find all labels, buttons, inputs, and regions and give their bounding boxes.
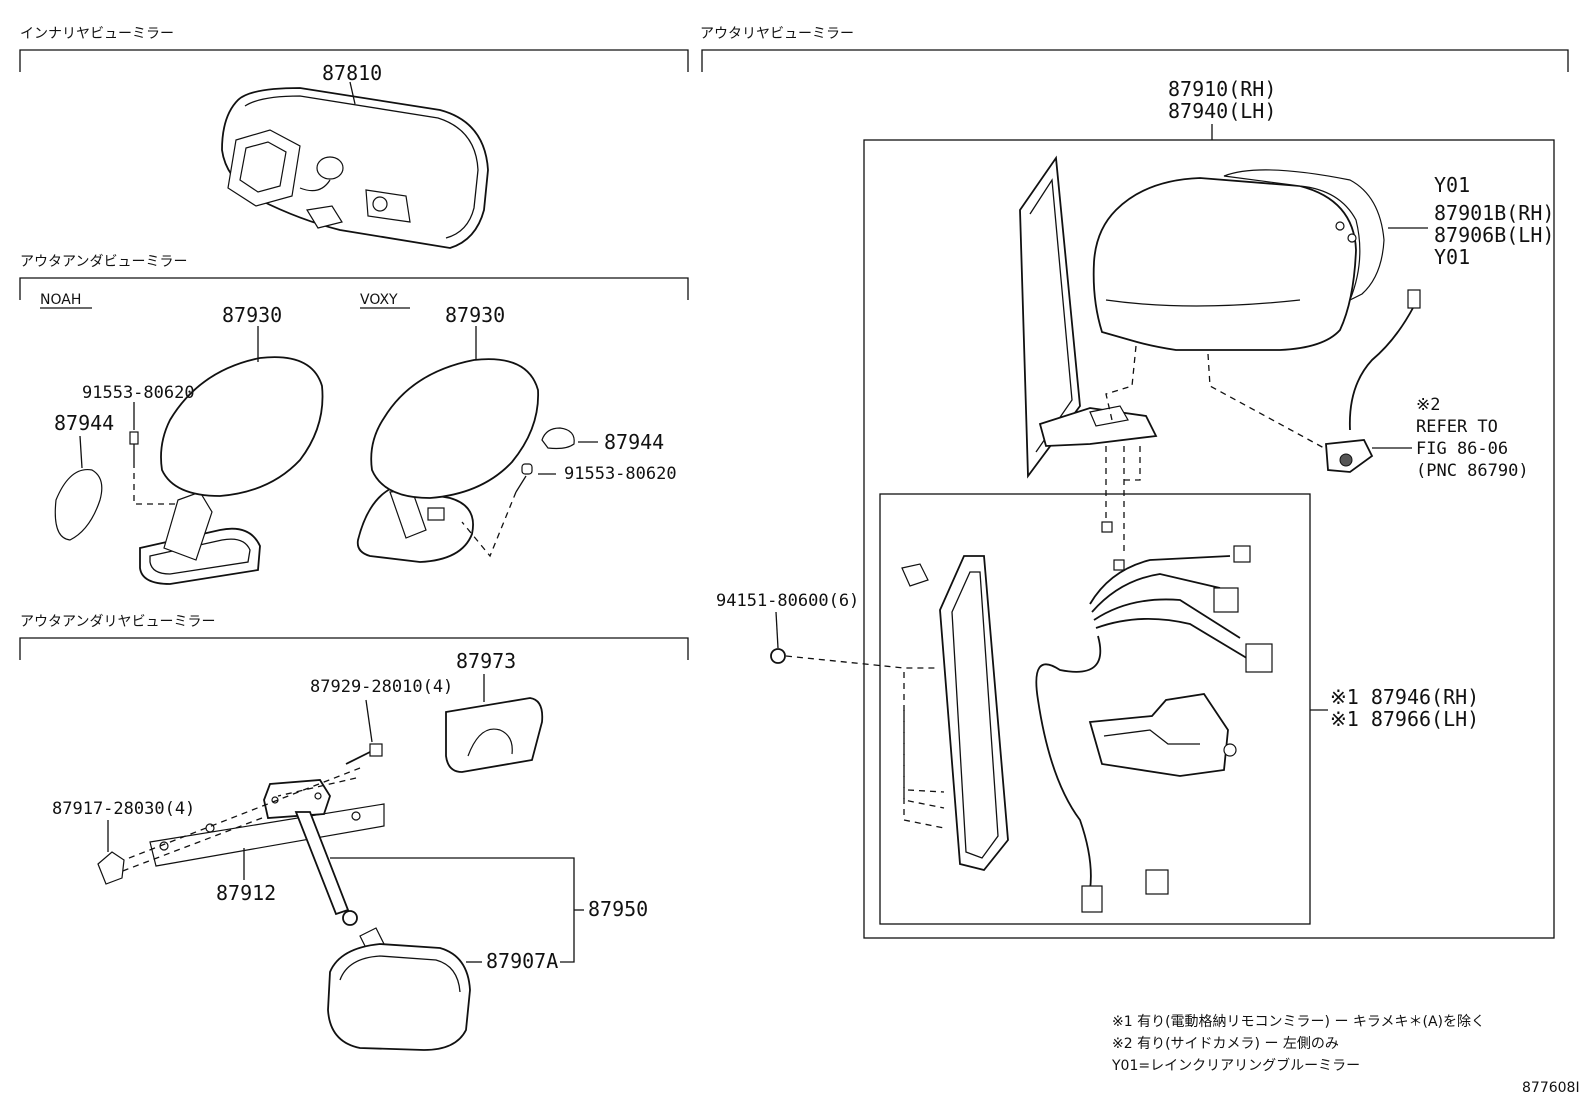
- section-bracket-outer-under-rear: [19, 637, 689, 660]
- bolt-path-1: [123, 767, 361, 861]
- nut-path: [119, 817, 263, 873]
- sub-dash-1: [903, 672, 945, 809]
- bolt-path-2: [277, 777, 357, 797]
- sub-assy-frame: [879, 493, 1311, 925]
- label-camera-ref-3: (PNC 86790): [1416, 461, 1529, 481]
- clip-path: [785, 655, 938, 669]
- label-cover-rh: 87901B(RH): [1434, 201, 1554, 225]
- sub-dash-3: [907, 789, 945, 793]
- label-voxy-mirror: 87930: [445, 303, 505, 327]
- label-camera-mark: ※2: [1416, 395, 1440, 415]
- label-cover-lh: 87906B(LH): [1434, 223, 1554, 247]
- section-title-outer-under-rear-view: アウタアンダリヤビューミラー: [20, 614, 215, 630]
- label-outer-assy-lh: 87940(LH): [1168, 99, 1276, 123]
- under-rear-mirror-drawing: [97, 697, 544, 1051]
- outer-dash-5: [1120, 446, 1141, 481]
- label-cover-y01-top: Y01: [1434, 173, 1470, 197]
- sub-dash-2: [903, 710, 945, 829]
- label-voxy-cover: 87944: [604, 430, 664, 454]
- label-noah-mirror: 87930: [222, 303, 282, 327]
- label-under-rear-cover: 87973: [456, 649, 516, 673]
- sub-assy-drawing: [901, 545, 1273, 913]
- footnote-3: Y01=レインクリアリングブルーミラー: [1111, 1057, 1360, 1074]
- label-sub-rh: ※1 87946(RH): [1330, 685, 1479, 709]
- outer-mirror-drawing: [770, 155, 1421, 664]
- label-voxy-screw: 91553-80620: [564, 464, 677, 484]
- section-bracket-outer-under: [19, 277, 689, 300]
- label-under-rear-nut: 87917-28030(4): [52, 799, 195, 819]
- variant-label-voxy: VOXY: [360, 292, 398, 308]
- leader-under-rear-bolt: [365, 699, 373, 743]
- footnote-1: ※1 有り(電動格納リモコンミラー) ー キラメキ＊(A)を除く: [1112, 1014, 1485, 1030]
- outer-dash-2: [1207, 353, 1325, 449]
- section-bracket-inner: [19, 49, 689, 72]
- section-title-inner-rear-view: インナリヤビューミラー: [20, 26, 174, 42]
- noah-mirror-drawing: [54, 356, 324, 585]
- voxy-screw-path: [461, 491, 517, 558]
- voxy-mirror-drawing: [356, 358, 575, 563]
- noah-screw-path: [133, 462, 176, 505]
- label-camera-ref-2: FIG 86-06: [1416, 439, 1508, 459]
- section-bracket-outer-rear: [701, 49, 1569, 72]
- label-under-rear-stay: 87912: [216, 881, 276, 905]
- label-noah-cover: 87944: [54, 411, 114, 435]
- outer-dash-1: [1105, 345, 1137, 421]
- leader-outer-clip: [775, 611, 779, 649]
- section-title-outer-under-view: アウタアンダビューミラー: [20, 254, 187, 270]
- leader-inner-mirror: [349, 81, 356, 105]
- footnote-2: ※2 有り(サイドカメラ) ー 左側のみ: [1112, 1036, 1339, 1052]
- label-outer-clip: 94151-80600(6): [716, 591, 859, 611]
- label-camera-ref-1: REFER TO: [1416, 417, 1498, 437]
- label-cover-y01-bottom: Y01: [1434, 245, 1470, 269]
- label-sub-lh: ※1 87966(LH): [1330, 707, 1479, 731]
- leader-noah-cover: [79, 435, 83, 469]
- outer-assy-frame: [863, 139, 1555, 939]
- label-inner-mirror: 87810: [322, 61, 382, 85]
- label-under-rear-mirror: 87907A: [486, 949, 558, 973]
- label-under-rear-assy: 87950: [588, 897, 648, 921]
- variant-label-noah: NOAH: [40, 292, 81, 308]
- inner-mirror-drawing: [221, 87, 489, 249]
- label-outer-assy-rh: 87910(RH): [1168, 77, 1276, 101]
- section-title-outer-rear-view: アウタリヤビューミラー: [700, 26, 854, 42]
- label-noah-screw: 91553-80620: [82, 383, 195, 403]
- label-under-rear-bolt: 87929-28010(4): [310, 677, 453, 697]
- figure-id: 877608I: [1522, 1080, 1580, 1096]
